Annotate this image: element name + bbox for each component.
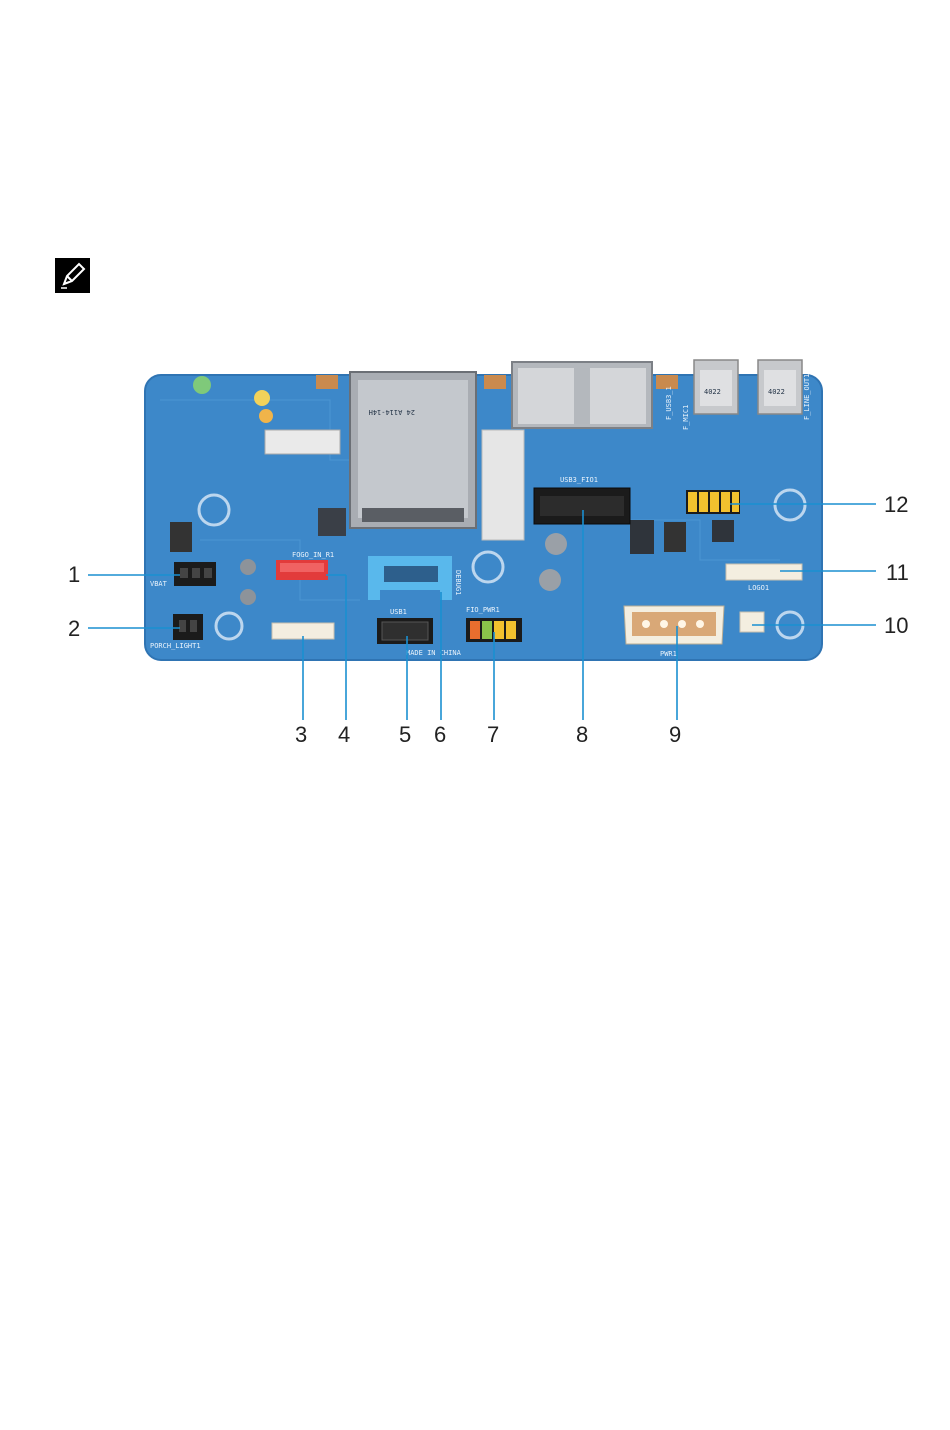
f-mic-label: F_MIC1 bbox=[682, 405, 690, 430]
sd-label: 24 A114-14H bbox=[369, 408, 415, 416]
callout-9: 9 bbox=[669, 722, 681, 747]
callout-12: 12 bbox=[884, 492, 908, 517]
callout-10: 10 bbox=[884, 613, 908, 638]
svg-text:LOGO1: LOGO1 bbox=[748, 584, 769, 592]
svg-text:USB3_FIO1: USB3_FIO1 bbox=[560, 476, 598, 484]
callout-11: 11 bbox=[886, 560, 909, 585]
callout-4: 4 bbox=[338, 722, 350, 747]
f-usb3-label: F_USB3_1 bbox=[665, 386, 673, 420]
callout-1: 1 bbox=[68, 562, 80, 587]
line-out-jack: 4022 bbox=[758, 360, 802, 414]
svg-text:FIO_PWR1: FIO_PWR1 bbox=[466, 606, 500, 614]
callout-7: 7 bbox=[487, 722, 499, 747]
yellow-jumpers bbox=[686, 490, 740, 514]
front-usb3-ports bbox=[512, 362, 652, 428]
callout-8: 8 bbox=[576, 722, 588, 747]
svg-text:USB1: USB1 bbox=[390, 608, 407, 616]
sd-card-slot: 24 A114-14H bbox=[350, 372, 476, 528]
f-line-out-label: F_LINE_OUT1 bbox=[803, 374, 811, 420]
svg-text:4022: 4022 bbox=[704, 388, 721, 396]
callout-2: 2 bbox=[68, 616, 80, 641]
mic-jack: 4022 bbox=[694, 360, 738, 414]
svg-text:PWR1: PWR1 bbox=[660, 650, 677, 658]
callout-3: 3 bbox=[295, 722, 307, 747]
small-white-connector bbox=[740, 612, 764, 632]
callout-5: 5 bbox=[399, 722, 411, 747]
vbat-label: VBAT bbox=[150, 580, 168, 588]
svg-text:4022: 4022 bbox=[768, 388, 785, 396]
porch-light-label: PORCH_LIGHT1 bbox=[150, 642, 201, 650]
svg-text:FOGO_IN_R1: FOGO_IN_R1 bbox=[292, 551, 334, 559]
svg-text:DEBUG1: DEBUG1 bbox=[454, 570, 462, 595]
callout-6: 6 bbox=[434, 722, 446, 747]
svg-text:MADE IN CHINA: MADE IN CHINA bbox=[406, 649, 462, 657]
